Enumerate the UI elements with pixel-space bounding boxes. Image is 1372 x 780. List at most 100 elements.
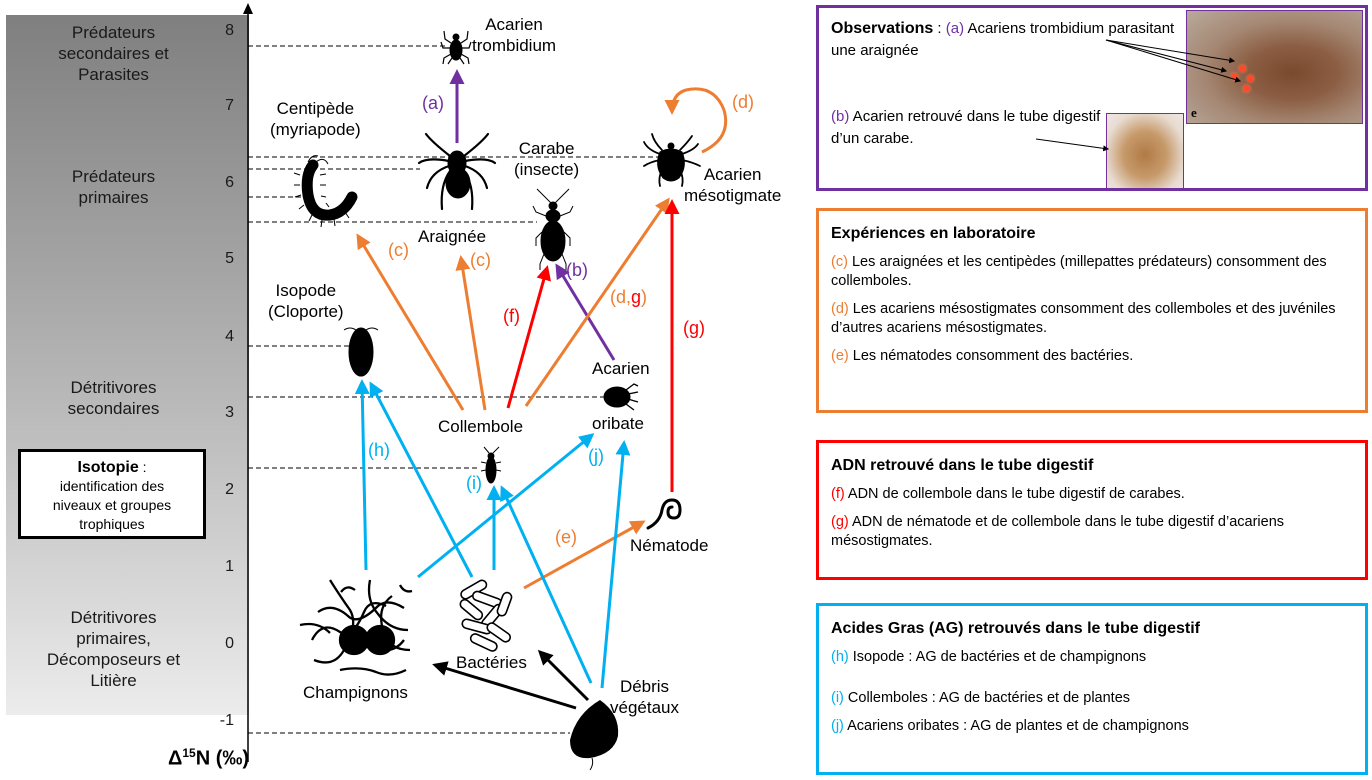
code-d: (d) [831,301,849,317]
dna-item-text: ADN de collembole dans le tube digestif … [844,486,1185,502]
level-primary-detritivores: Détritivores primaires, Décomposeurs et … [6,607,221,691]
label-isopode: Isopode (Cloporte) [268,280,344,322]
bacteries-icon [459,579,513,652]
carabe-icon [532,188,574,270]
axis-tick: 8 [225,22,234,39]
observation-b: (b) Acarien retrouvé dans le tube digest… [831,106,1111,150]
level-line: Décomposeurs et [46,650,181,669]
axis-tick: 1 [225,558,234,575]
fa-item-text: Isopode : AG de bactéries et de champign… [848,649,1147,665]
label-line: (insecte) [514,160,580,179]
observation-b-text: Acarien retrouvé dans le tube digestif d… [831,108,1101,147]
laboratory-title: Expériences en laboratoire [831,225,1036,242]
axis-tick: 2 [225,481,234,498]
dna-item-g: (g) ADN de nématode et de collembole dan… [831,513,1353,551]
label-nematode: Nématode [630,535,708,556]
observations-sep: : [933,20,946,37]
collembole-icon [480,446,502,484]
level-line: Parasites [78,65,149,84]
label-line: Isopode [275,281,337,300]
arrow-dg [524,197,670,407]
isotopy-colon: : [138,459,147,475]
edge-label-c1: (c) [388,240,409,260]
label-line: Bactéries [456,653,527,672]
reference-lines [248,45,660,734]
arrow-j-champignons [417,433,595,579]
axis-title: Δ15N (‰) [168,746,249,771]
arrow-debris-champignons [432,661,577,710]
lab-item-text: Les acariens mésostigmates consomment de… [831,301,1336,336]
label-line: Nématode [630,536,709,555]
fa-item-j: (j) Acariens oribates : AG de plantes et… [831,717,1353,736]
level-primary-predators: Prédateurs primaires [6,166,221,208]
code-h: (h) [831,649,849,665]
code-a: (a) [945,20,965,37]
label-line: Champignons [303,683,408,702]
mite-dot [1239,65,1246,72]
fa-item-h: (h) Isopode : AG de bactéries et de cham… [831,648,1353,667]
observations-title: Observations [831,20,934,37]
lab-item-e: (e) Les nématodes consomment des bactéri… [831,347,1353,366]
observation-a-text: Acariens trombidium parasitant une araig… [831,20,1175,59]
fa-item-i: (i) Collemboles : AG de bactéries et de … [831,689,1353,708]
label-line: (Cloporte) [268,302,344,321]
label-line: mésotigmate [684,186,782,205]
label-line: Débris [619,677,670,696]
edge-label-e: (e) [555,527,577,547]
level-secondary-predators: Prédateurs secondaires et Parasites [6,22,221,85]
leaf-icon [570,700,619,771]
axis-tick: 0 [225,635,234,652]
code-j: (j) [831,718,844,734]
label-oribate-top: Acarien [592,359,650,378]
axis-tick: -1 [219,712,234,729]
mite-dot [1247,75,1254,82]
edge-label-f: (f) [503,306,520,326]
level-line: secondaires [67,399,160,418]
dna-item-f: (f) ADN de collembole dans le tube diges… [831,485,1353,504]
label-line: trombidium [472,36,557,55]
edge-label-a: (a) [422,93,444,113]
mite-dot [1243,85,1250,92]
level-line: Détritivores [70,378,157,397]
label-debris: Débris végétaux [610,676,679,718]
level-line: primaires [78,188,149,207]
lab-item-d: (d) Les acariens mésostigmates consommen… [831,300,1353,338]
edge-label-dg-d: (d, [610,287,632,307]
fatty-acids-panel: Acides Gras (AG) retrouvés dans le tube … [816,603,1368,775]
isotopy-line: identification des [59,478,165,494]
fa-item-text: Collemboles : AG de bactéries et de plan… [843,690,1131,706]
arrow-b [555,263,616,361]
code-i: (i) [831,690,844,706]
code-e: (e) [831,348,849,364]
lab-item-text: Les araignées et les centipèdes (millepa… [831,254,1327,289]
photo-letter: e [1191,105,1197,120]
dna-title: ADN retrouvé dans le tube digestif [831,457,1094,474]
label-bacteries: Bactéries [456,652,527,673]
code-g: (g) [831,514,849,530]
level-secondary-detritivores: Détritivores secondaires [6,377,221,419]
label-line: Centipède [276,99,355,118]
arrow-c-centipede [356,233,465,411]
arrow-h-champignons [354,379,370,571]
trophic-level-band [6,15,249,715]
pointer-line [1105,39,1236,64]
arrow-d-loop [664,87,728,154]
mite-photo [1106,113,1184,189]
isopode-icon [343,327,379,377]
level-line: Prédateurs [71,167,156,186]
label-spider: Araignée [418,226,486,247]
edge-label-dg-close: ) [641,287,648,307]
level-line: Détritivores [70,608,157,627]
arrow-j-debris [600,440,631,689]
level-line: Litière [90,671,137,690]
label-line: Acarien [703,165,762,184]
edge-label-j: (j) [588,446,604,466]
isotopy-line: trophiques [79,516,145,532]
champignons-icon [299,579,413,676]
label-champignons: Champignons [303,682,408,703]
label-oribate-bottom: oribate [592,414,644,433]
food-web-diagram [243,3,728,771]
arrow-i-debris [500,485,593,684]
label-line: Acarien [485,15,543,34]
label-centipede: Centipède (myriapode) [270,98,361,140]
